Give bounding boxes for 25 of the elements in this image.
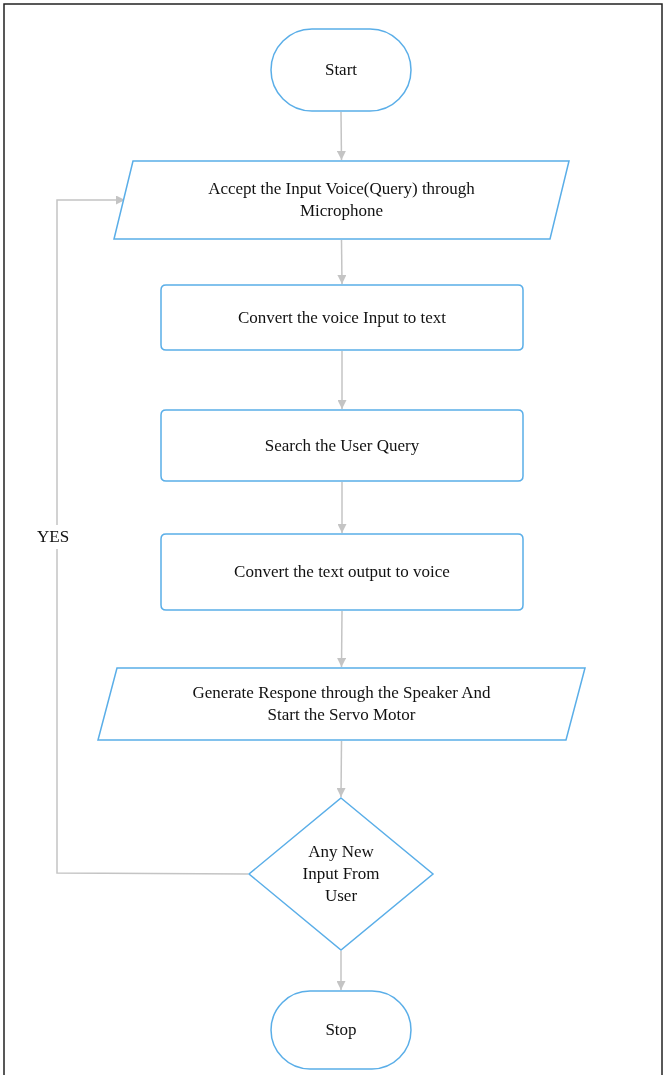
node-text: Start bbox=[324, 59, 358, 81]
node-text: Convert the voice Input to text bbox=[237, 306, 447, 329]
io-parallelogram bbox=[113, 160, 570, 240]
node-text: Search the User Query bbox=[264, 434, 420, 457]
arrow bbox=[336, 740, 346, 798]
arrow bbox=[337, 239, 347, 285]
terminal-shape bbox=[270, 990, 412, 1070]
process-box bbox=[160, 533, 524, 611]
arrow bbox=[336, 111, 346, 161]
node-text: Generate Respone through the Speaker And Start the Servo Motor bbox=[191, 682, 492, 726]
process-box bbox=[160, 284, 524, 351]
arrow bbox=[337, 350, 347, 410]
arrow bbox=[56, 195, 249, 875]
decision-diamond bbox=[248, 797, 434, 951]
arrow bbox=[336, 950, 346, 991]
io-parallelogram bbox=[97, 667, 586, 741]
terminal-shape bbox=[270, 28, 412, 112]
node-text: Any New Input From User bbox=[301, 841, 381, 907]
arrow bbox=[337, 610, 347, 668]
node-text: Stop bbox=[325, 1019, 357, 1041]
node-text: Accept the Input Voice(Query) through Microphone bbox=[207, 178, 476, 222]
arrow bbox=[337, 481, 347, 534]
node-text: Convert the text output to voice bbox=[234, 561, 450, 583]
edge-label: YES bbox=[37, 524, 70, 549]
process-box bbox=[160, 409, 524, 482]
